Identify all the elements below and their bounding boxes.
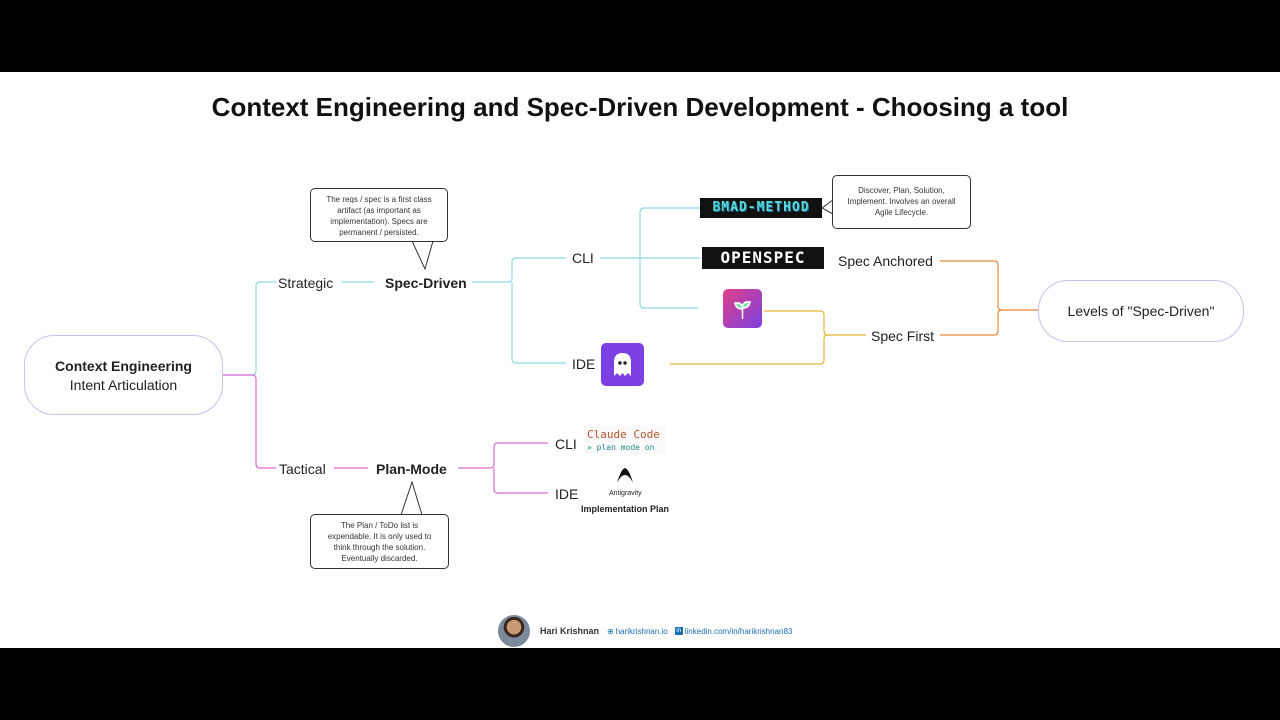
- spec-kit-sprout-icon: [723, 289, 762, 328]
- levels-node: Levels of "Spec-Driven": [1038, 280, 1244, 342]
- implementation-plan-label: Implementation Plan: [581, 504, 670, 514]
- bmad-callout-tail: [821, 199, 834, 215]
- tools-to-spec-first-line: [670, 310, 866, 365]
- root-title: Context Engineering: [55, 357, 192, 374]
- spec-anchored-to-levels-line: [940, 260, 1038, 311]
- globe-icon: ⊕: [607, 626, 614, 636]
- plan-mode-callout: The Plan / ToDo list is expendable. It i…: [310, 514, 449, 569]
- claude-code-badge: Claude Code » plan mode on: [584, 426, 666, 454]
- kiro-ghost-icon: [601, 343, 644, 386]
- root-to-strategic-line: [222, 281, 276, 376]
- bmad-method-logo: BMAD-METHOD: [700, 198, 822, 218]
- root-node: Context Engineering Intent Articulation: [24, 335, 223, 415]
- spec-driven-callout: The reqs / spec is a first class artifac…: [310, 188, 448, 242]
- tactical-label: Tactical: [279, 461, 326, 477]
- spec-first-to-levels-line: [940, 309, 1003, 336]
- tactical-ide-label: IDE: [555, 486, 579, 502]
- spec-driven-label: Spec-Driven: [385, 275, 467, 291]
- linkedin-link[interactable]: linkedin.com/in/harikrishnan83: [684, 626, 793, 636]
- strategic-ide-label: IDE: [572, 356, 596, 372]
- connector-lines: [222, 199, 1038, 516]
- cli-to-tools-line: [600, 207, 700, 309]
- claude-code-label: Claude Code: [587, 428, 660, 441]
- spec-driven-to-cli-line: [472, 257, 566, 283]
- strategic-cli-label: CLI: [572, 250, 594, 266]
- openspec-logo: OPENSPEC: [702, 247, 824, 269]
- antigravity-label: Antigravity: [609, 490, 642, 497]
- diagram-canvas: Context Engineering and Spec-Driven Deve…: [0, 72, 1280, 648]
- spec-first-label: Spec First: [871, 328, 935, 344]
- strategic-label: Strategic: [278, 275, 334, 291]
- plan-mode-to-cli-line: [458, 442, 548, 469]
- antigravity-logo-icon: [617, 468, 633, 483]
- website-link[interactable]: harikrishnan.io: [615, 626, 668, 636]
- tactical-cli-label: CLI: [555, 436, 577, 452]
- author-name[interactable]: Hari Krishnan: [540, 626, 600, 636]
- spec-callout-tail: [411, 240, 434, 271]
- spec-anchored-label: Spec Anchored: [838, 253, 933, 269]
- plan-mode-to-ide-line: [493, 468, 548, 494]
- author-avatar: [498, 615, 530, 647]
- plan-mode-label: Plan-Mode: [376, 461, 447, 477]
- spec-driven-to-ide-line: [511, 282, 566, 364]
- root-to-tactical-line: [222, 374, 276, 469]
- bmad-callout: Discover, Plan, Solution, Implement. Inv…: [832, 175, 971, 229]
- plan-callout-tail: [400, 480, 423, 516]
- plan-mode-on-label: » plan mode on: [587, 443, 655, 452]
- root-subtitle: Intent Articulation: [69, 376, 178, 393]
- page-title: Context Engineering and Spec-Driven Deve…: [211, 92, 1069, 122]
- author-footer: Hari Krishnan ⊕ harikrishnan.io in linke…: [498, 614, 792, 648]
- linkedin-icon: in: [674, 627, 683, 635]
